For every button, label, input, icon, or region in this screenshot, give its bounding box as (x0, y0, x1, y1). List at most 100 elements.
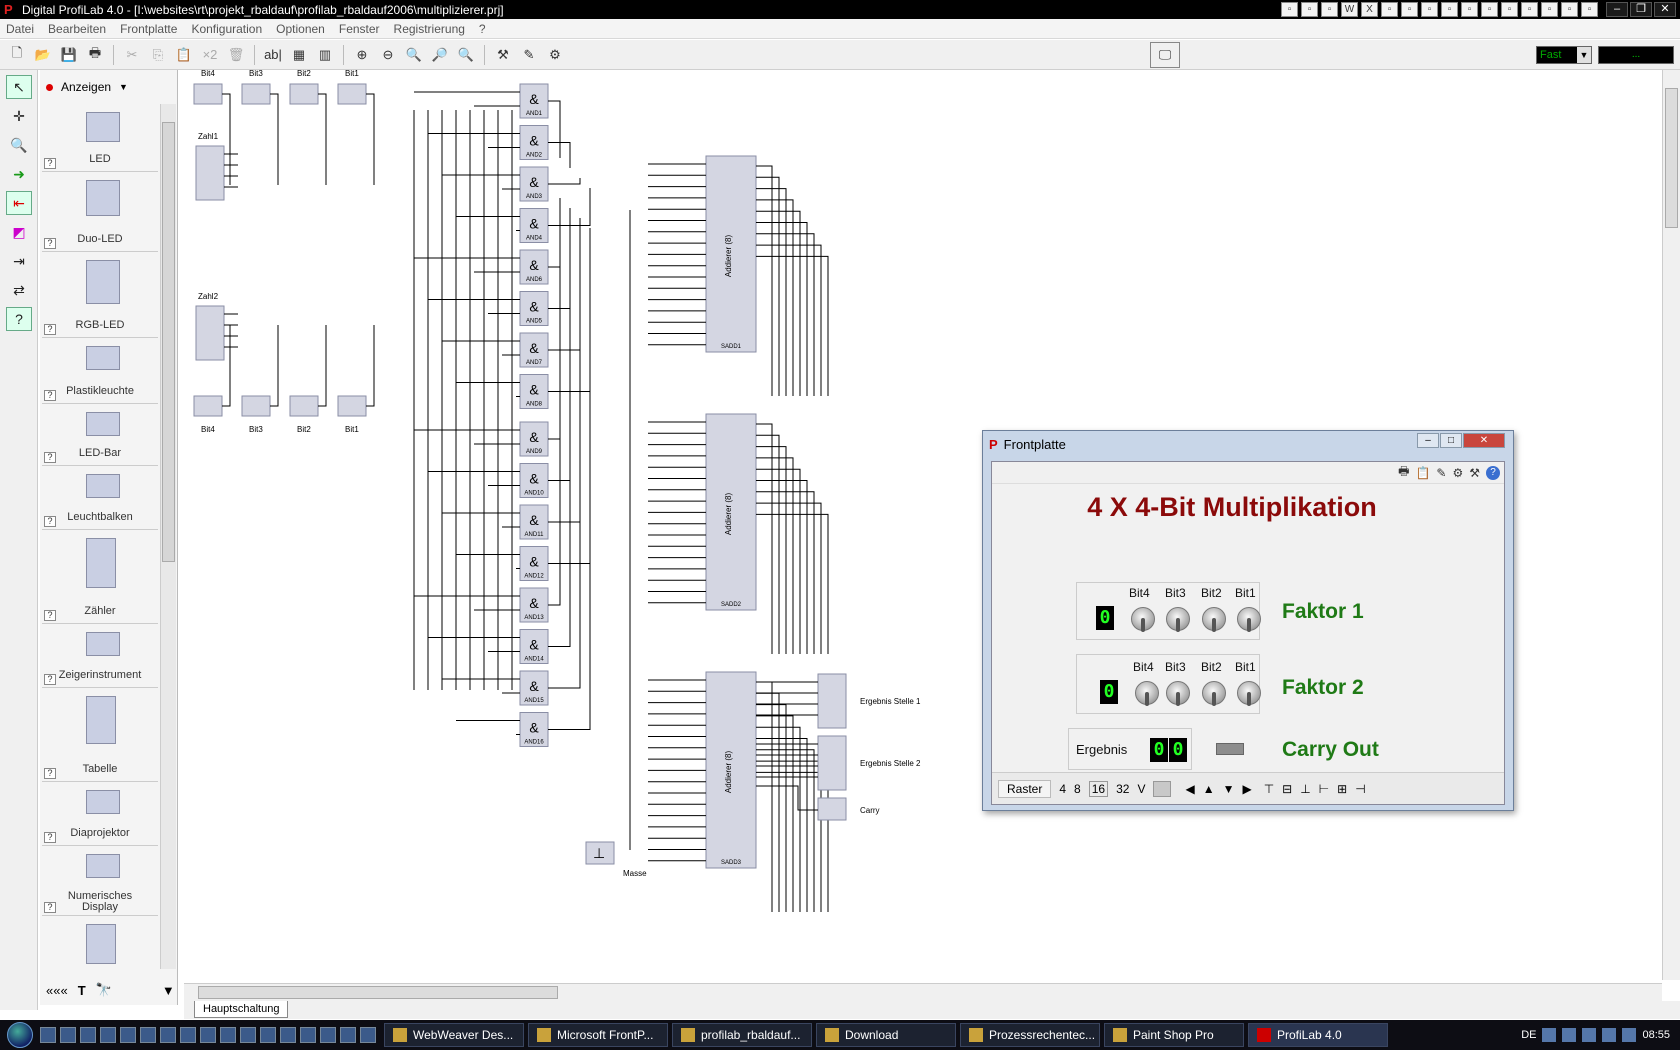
help-icon[interactable]: ? (44, 390, 56, 401)
quicklaunch-icon[interactable] (320, 1027, 336, 1043)
print-icon[interactable]: 🖶 (88, 44, 102, 60)
raster-4[interactable]: 4 (1059, 781, 1067, 796)
component-rgb-led[interactable]: RGB-LED? (42, 252, 158, 338)
duplicate-icon[interactable]: ×2 (202, 47, 218, 62)
language-indicator[interactable]: DE (1521, 1029, 1537, 1041)
text-tool-icon[interactable]: ab| (264, 47, 282, 62)
zoom-out-icon[interactable]: ⊖ (382, 46, 394, 62)
toggle-switch[interactable] (1165, 678, 1191, 706)
help-icon[interactable]: ? (44, 324, 56, 335)
component-led[interactable]: LED? (42, 104, 158, 172)
menu-optionen[interactable]: Optionen (276, 21, 325, 36)
align-left-icon[interactable]: ⊢ (1318, 781, 1330, 796)
excel-icon[interactable]: X (1361, 2, 1378, 17)
quicklaunch-icon[interactable] (60, 1027, 76, 1043)
component-zeigerinstrument[interactable]: Zeigerinstrument? (42, 624, 158, 688)
quicklaunch-icon[interactable] (300, 1027, 316, 1043)
help-pointer-icon[interactable]: ? (6, 307, 32, 331)
help-icon[interactable]: ? (44, 238, 56, 249)
task-profilab[interactable]: ProfiLab 4.0 (1248, 1023, 1388, 1047)
wire-tool-icon[interactable]: ✛ (13, 107, 25, 124)
volume-icon[interactable] (1602, 1028, 1617, 1042)
task-paintshop[interactable]: Paint Shop Pro (1104, 1023, 1244, 1047)
frontplatte-view-icon[interactable]: 🖵 (1150, 42, 1180, 68)
raster-button[interactable]: Raster (998, 779, 1052, 798)
tray-app-icon[interactable]: ▫ (1401, 2, 1418, 17)
task-download[interactable]: Download (816, 1023, 956, 1047)
paste-icon[interactable]: 📋 (175, 46, 193, 62)
raster-v[interactable]: V (1137, 781, 1146, 796)
tray-app-icon[interactable]: ▫ (1481, 2, 1498, 17)
canvas-horizontal-scrollbar[interactable] (184, 983, 1662, 1001)
tray-app-icon[interactable]: ▫ (1461, 2, 1478, 17)
copy-icon[interactable]: ⎘ (152, 46, 164, 62)
toggle-switch[interactable] (1236, 678, 1262, 706)
menu-konfiguration[interactable]: Konfiguration (191, 21, 263, 36)
probe-icon[interactable]: ✎ (523, 46, 535, 62)
help-icon[interactable]: ? (44, 516, 56, 527)
menu-fenster[interactable]: Fenster (338, 21, 380, 36)
minimize-button[interactable]: – (1417, 433, 1439, 448)
close-button[interactable]: ✕ (1654, 2, 1676, 17)
component-duo-led[interactable]: Duo-LED? (42, 172, 158, 252)
tray-app-icon[interactable]: ▫ (1321, 2, 1338, 17)
quicklaunch-icon[interactable] (240, 1027, 256, 1043)
quicklaunch-icon[interactable] (160, 1027, 176, 1043)
tray-app-icon[interactable]: ▫ (1541, 2, 1558, 17)
align-middle-icon[interactable]: ⊟ (1282, 781, 1293, 796)
help-icon[interactable]: ? (44, 768, 56, 779)
arrow-left-icon[interactable]: ◀ (1185, 781, 1195, 796)
canvas-vertical-scrollbar[interactable] (1662, 70, 1680, 980)
panel-scrollbar[interactable] (160, 104, 176, 969)
component-text-display[interactable] (42, 916, 158, 969)
quicklaunch-icon[interactable] (140, 1027, 156, 1043)
menu-bearbeiten[interactable]: Bearbeiten (48, 21, 107, 36)
chevron-down-icon[interactable]: ▼ (1577, 47, 1591, 63)
tray-icon[interactable] (1542, 1028, 1557, 1042)
start-button[interactable] (0, 1020, 40, 1050)
cut-icon[interactable]: ✂ (126, 46, 138, 62)
binoculars-icon[interactable]: 🔭 (95, 982, 112, 997)
quicklaunch-icon[interactable] (220, 1027, 236, 1043)
toggle-switch[interactable] (1130, 604, 1156, 632)
arrow-up-icon[interactable]: ▲ (1202, 781, 1215, 796)
quicklaunch-icon[interactable] (260, 1027, 276, 1043)
raster-8[interactable]: 8 (1074, 781, 1081, 796)
settings-tools-icon[interactable]: ⚒ (497, 46, 509, 62)
tray-icon[interactable] (1562, 1028, 1577, 1042)
task-browser[interactable]: Prozessrechentec... (960, 1023, 1100, 1047)
component-zaehler[interactable]: Zähler? (42, 530, 158, 624)
text-tool-icon[interactable]: T (77, 982, 86, 998)
menu-registrierung[interactable]: Registrierung (393, 21, 465, 36)
arrow-left-icon[interactable]: ⇤ (6, 191, 32, 215)
word-icon[interactable]: W (1341, 2, 1358, 17)
hi-lo-icon[interactable]: ◩ (12, 223, 26, 240)
toggle-switch[interactable] (1165, 604, 1191, 632)
quicklaunch-icon[interactable] (280, 1027, 296, 1043)
help-icon[interactable]: ? (44, 452, 56, 463)
align-right-icon[interactable]: ⊣ (1355, 781, 1366, 796)
run-icon[interactable]: ⚙ (549, 46, 561, 62)
swap-icon[interactable]: ⇄ (13, 281, 25, 298)
magnifier-tool-icon[interactable]: 🔍 (10, 136, 28, 153)
probe-icon[interactable]: ✎ (1436, 465, 1447, 480)
chevron-down-icon[interactable]: ▼ (119, 82, 128, 92)
collapse-icon[interactable]: ««« (46, 982, 68, 998)
scroll-thumb[interactable] (198, 986, 558, 999)
quicklaunch-icon[interactable] (200, 1027, 216, 1043)
help-icon[interactable]: ? (44, 610, 56, 621)
align-bottom-icon[interactable]: ⊥ (1300, 781, 1311, 796)
task-explorer[interactable]: profilab_rbaldauf... (672, 1023, 812, 1047)
align-top-icon[interactable]: ⊤ (1263, 781, 1275, 796)
tray-app-icon[interactable]: ▫ (1561, 2, 1578, 17)
task-frontpage[interactable]: Microsoft FrontP... (528, 1023, 668, 1047)
scroll-thumb[interactable] (1665, 88, 1678, 228)
align-center-icon[interactable]: ⊞ (1337, 781, 1348, 796)
tray-app-icon[interactable]: ▫ (1441, 2, 1458, 17)
help-icon[interactable]: ? (44, 158, 56, 169)
tab-hauptschaltung[interactable]: Hauptschaltung (194, 1001, 289, 1018)
help-icon[interactable]: ? (44, 832, 56, 843)
maximize-button[interactable]: □ (1440, 433, 1462, 448)
